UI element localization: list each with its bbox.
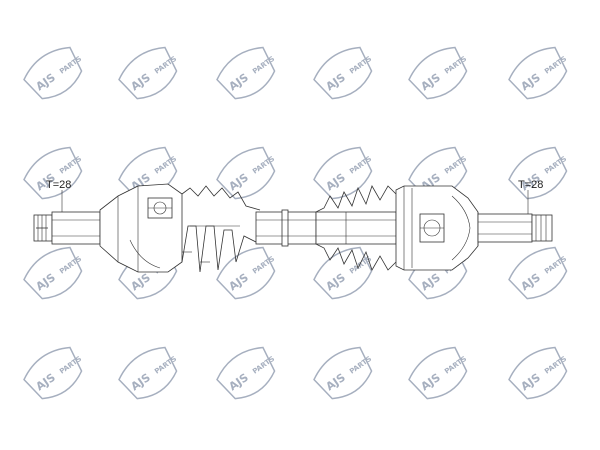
watermark-shield-icon xyxy=(216,246,276,300)
watermark-shield-icon xyxy=(508,346,568,400)
right-spline-label: T=28 xyxy=(518,179,543,191)
left-boot xyxy=(181,185,261,273)
watermark-shield-icon xyxy=(216,146,276,200)
right-boot xyxy=(315,185,397,271)
watermark-shield-icon xyxy=(23,346,83,400)
watermark-shield-icon xyxy=(508,46,568,100)
watermark-shield-icon xyxy=(118,46,178,100)
right-spline-callout: T=28 xyxy=(518,179,543,214)
left-spline-label: T=28 xyxy=(46,179,71,191)
watermark-shield-icon xyxy=(408,46,468,100)
watermark-shield-icon xyxy=(216,46,276,100)
right-cv-joint xyxy=(395,185,479,271)
right-spline-stub xyxy=(477,213,553,243)
watermark-shield-icon xyxy=(23,146,83,200)
watermark-shield-icon xyxy=(508,246,568,300)
watermark-shield-icon xyxy=(118,346,178,400)
left-spline-stub xyxy=(33,211,101,245)
watermark-shield-icon xyxy=(313,246,373,300)
left-spline-callout: T=28 xyxy=(46,179,71,212)
watermark-shield-icon xyxy=(23,46,83,100)
watermark-shield-icon xyxy=(216,346,276,400)
watermark-shield-icon xyxy=(313,46,373,100)
left-cv-joint xyxy=(99,183,183,273)
watermark-shield-icon xyxy=(408,346,468,400)
watermark-shield-icon xyxy=(23,246,83,300)
main-shaft xyxy=(255,209,317,247)
watermark-shield-icon xyxy=(313,146,373,200)
watermark-shield-icon xyxy=(313,346,373,400)
watermark-shield-icon xyxy=(508,146,568,200)
